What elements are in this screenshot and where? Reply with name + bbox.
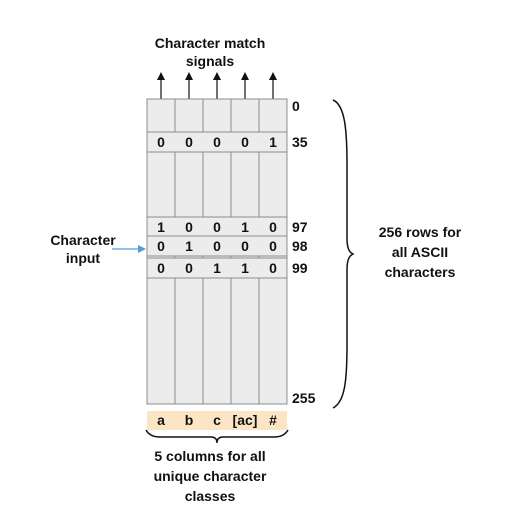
bit-cell: 0 <box>185 219 193 235</box>
bit-row <box>146 235 288 257</box>
row-number: 99 <box>292 260 308 276</box>
bit-row <box>146 257 288 279</box>
bit-cell: 0 <box>269 238 277 254</box>
bit-cell: 1 <box>213 260 221 276</box>
class-label: # <box>269 412 277 428</box>
bit-cell: 1 <box>269 134 277 150</box>
row-number: 97 <box>292 219 308 235</box>
bit-cell: 0 <box>185 260 193 276</box>
bit-cell: 0 <box>157 260 165 276</box>
row-number: 255 <box>292 390 316 406</box>
row-number: 0 <box>292 98 300 114</box>
bit-cell: 1 <box>185 238 193 254</box>
bit-rows: 0 0 0 0 1 1 0 0 1 0 0 1 0 0 0 0 0 1 1 0 <box>146 131 288 279</box>
character-class-labels: a b c [ac] # <box>147 411 287 430</box>
bit-cell: 0 <box>269 219 277 235</box>
bit-cell: 1 <box>241 219 249 235</box>
match-signals-label: Character match signals <box>154 35 266 69</box>
class-label: a <box>157 412 165 428</box>
bit-cell: 0 <box>241 238 249 254</box>
bit-cell: 1 <box>241 260 249 276</box>
rows-brace <box>332 99 355 409</box>
bit-cell: 0 <box>213 134 221 150</box>
columns-description-label: 5 columns for all unique character class… <box>153 448 267 504</box>
bit-row <box>146 131 288 153</box>
class-row-background <box>147 411 287 430</box>
rows-description-label: 256 rows for all ASCII characters <box>378 224 462 280</box>
match-signal-arrows <box>157 72 277 99</box>
bottom-brace-path <box>145 429 289 444</box>
columns-brace <box>145 429 289 444</box>
row-number: 98 <box>292 238 308 254</box>
bit-cell: 0 <box>241 134 249 150</box>
class-label: b <box>185 412 194 428</box>
bit-cell: 0 <box>213 238 221 254</box>
bit-cell: 0 <box>157 134 165 150</box>
right-brace-path <box>332 99 355 409</box>
class-label: [ac] <box>233 412 258 428</box>
class-label: c <box>213 412 221 428</box>
bit-cell: 0 <box>269 260 277 276</box>
row-number-labels: 0 35 97 98 99 255 <box>292 98 316 406</box>
row-number: 35 <box>292 134 308 150</box>
bit-cell: 0 <box>213 219 221 235</box>
bit-cell: 0 <box>185 134 193 150</box>
bit-cell: 1 <box>157 219 165 235</box>
bit-cell: 0 <box>157 238 165 254</box>
character-input-label: Character input <box>50 232 116 266</box>
